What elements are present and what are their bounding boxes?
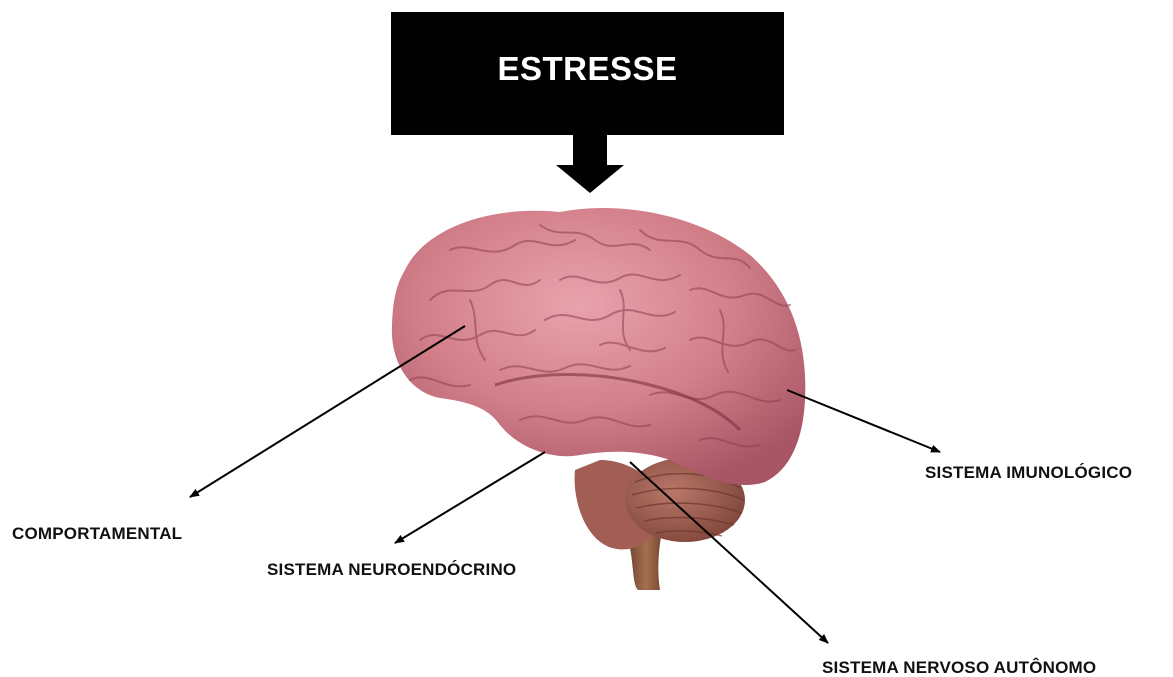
label-sistema-nervoso-autonomo: SISTEMA NERVOSO AUTÔNOMO	[822, 658, 1096, 677]
brain-illustration	[392, 208, 805, 590]
label-comportamental: COMPORTAMENTAL	[12, 524, 182, 544]
label-sistema-neuroendocrino: SISTEMA NEUROENDÓCRINO	[267, 560, 516, 580]
down-arrow-icon	[556, 135, 624, 193]
arrow-neuroendocrino	[395, 452, 545, 543]
arrow-comportamental	[190, 326, 465, 497]
label-sistema-imunologico: SISTEMA IMUNOLÓGICO	[925, 463, 1132, 483]
arrow-imunologico	[787, 390, 940, 452]
cerebrum	[392, 208, 805, 485]
